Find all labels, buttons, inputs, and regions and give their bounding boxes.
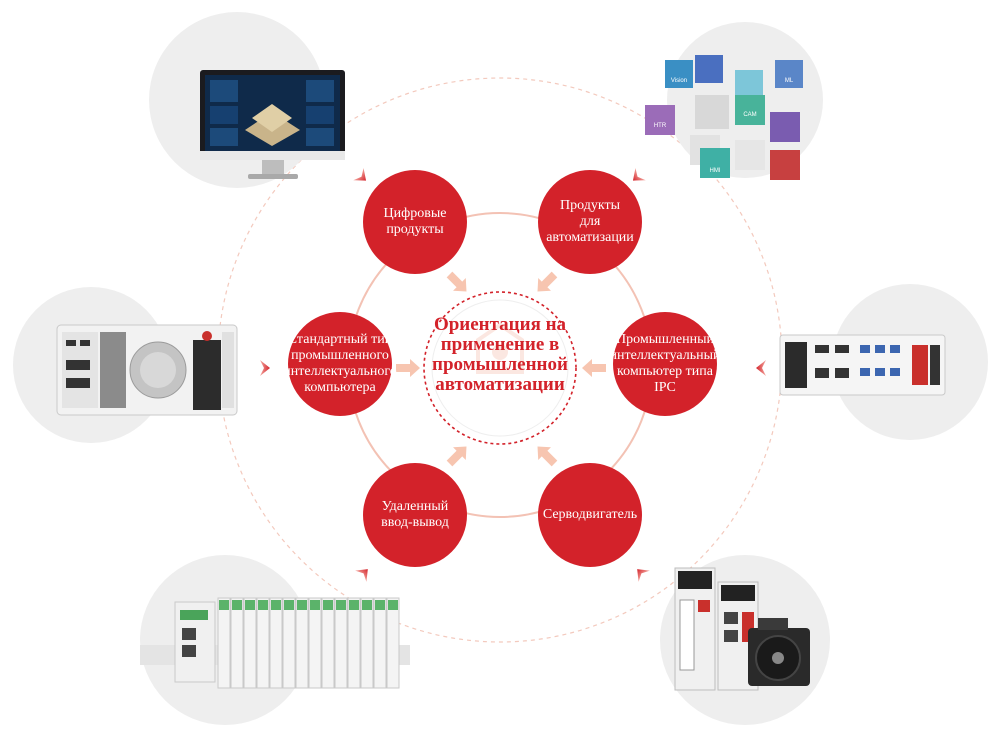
arrow-icon-left xyxy=(396,359,420,377)
center-node-inner xyxy=(431,299,569,437)
center-title-line: автоматизации xyxy=(435,374,565,395)
center-title-line: промышленной xyxy=(432,354,568,375)
center-title-line: Ориентация на xyxy=(433,314,567,335)
monitor-icon xyxy=(200,70,345,179)
chevron-icon-left xyxy=(260,360,270,376)
chevron-icon-bottom-left xyxy=(355,569,368,582)
io-modules xyxy=(217,597,400,689)
node-label-line: компьютер типа xyxy=(617,364,713,379)
center-title: Ориентация на применение в промышленной … xyxy=(420,300,580,410)
cubes-icon: Vision ML CAM HTR HMI xyxy=(645,55,803,180)
node-label-line: промышленного xyxy=(291,348,389,363)
svg-text:CAM: CAM xyxy=(743,112,756,118)
ipc-box-icon xyxy=(56,324,238,416)
label-automation-products: Продукты для автоматизации xyxy=(545,190,635,254)
chevron-icon-bottom-right xyxy=(637,569,650,582)
label-remote-io: Удаленный ввод-вывод xyxy=(370,488,460,542)
arrow-icon-bottom-right xyxy=(537,446,558,467)
io-module-tops xyxy=(219,600,398,610)
label-industrial-ipc: Промышленный интеллектуальный компьютер … xyxy=(609,325,721,403)
node-label-line: интеллектуального xyxy=(283,364,397,379)
node-automation-products[interactable] xyxy=(538,170,642,274)
node-label-line: ввод-вывод xyxy=(381,515,449,530)
label-servo-motor: Серводвигатель xyxy=(540,495,640,535)
arrow-icon-right xyxy=(582,359,606,377)
industrial-pc-icon xyxy=(779,334,946,396)
node-label-line: продукты xyxy=(386,222,444,237)
node-label-line: для xyxy=(579,214,601,229)
servo-drive-icon xyxy=(674,567,810,691)
arrow-icon-top-left xyxy=(446,271,467,292)
node-label-line: компьютера xyxy=(304,380,376,395)
label-digital-products: Цифровые продукты xyxy=(370,190,460,254)
io-rail-icon xyxy=(140,597,410,689)
node-label-line: автоматизации xyxy=(546,230,634,245)
node-industrial-ipc[interactable] xyxy=(613,312,717,416)
center-title-line: применение в xyxy=(440,334,560,355)
svg-text:Vision: Vision xyxy=(671,78,687,84)
node-label-line: Продукты xyxy=(560,198,620,213)
node-label-line: Удаленный xyxy=(381,499,449,514)
chevron-icon-top-right xyxy=(632,168,646,181)
node-servo-motor[interactable] xyxy=(538,463,642,567)
node-label-line: Стандартный тип xyxy=(287,332,393,347)
node-label-line: Цифровые xyxy=(383,206,447,221)
chevron-icon-top-left xyxy=(353,168,367,181)
chevron-icon-right xyxy=(756,360,766,376)
node-digital-products[interactable] xyxy=(363,170,467,274)
node-label-line: Промышленный xyxy=(616,332,714,347)
node-remote-io[interactable] xyxy=(363,463,467,567)
node-label-line: Серводвигатель xyxy=(542,507,638,522)
center-watermark-icon xyxy=(476,322,524,374)
arrow-icon-bottom-left xyxy=(446,446,467,467)
node-label-line: IPC xyxy=(654,380,676,395)
svg-text:HMI: HMI xyxy=(710,168,721,174)
node-standard-ipc[interactable] xyxy=(288,312,392,416)
svg-text:HTR: HTR xyxy=(654,123,667,129)
label-standard-ipc: Стандартный тип промышленного интеллекту… xyxy=(283,325,397,403)
node-label-line: интеллектуальный xyxy=(609,348,721,363)
svg-text:ML: ML xyxy=(785,78,794,84)
arrow-icon-top-right xyxy=(537,271,558,292)
